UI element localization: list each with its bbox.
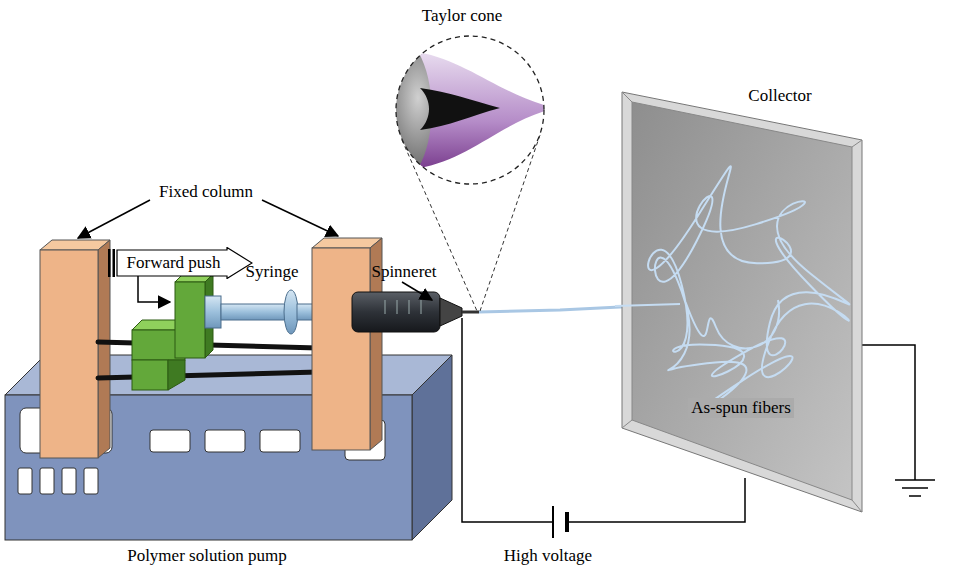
ground-symbol xyxy=(895,480,935,496)
collector-plate: CollectorAs-spun fibers xyxy=(615,82,870,518)
collector-plate-outline xyxy=(615,82,870,518)
part-label: Spinneret xyxy=(371,262,436,282)
leader-arrow xyxy=(78,200,432,300)
plate-label: Collector xyxy=(746,86,813,106)
node-text: Forward push xyxy=(127,253,221,273)
battery-symbol xyxy=(553,506,567,538)
fixed-column xyxy=(40,240,110,458)
part-label: Syringe xyxy=(246,262,299,282)
polymer-jet xyxy=(615,304,680,306)
fiber-mat xyxy=(648,166,849,410)
syringe-barrel xyxy=(352,292,479,332)
node-text: As-spun fibers xyxy=(688,398,794,418)
inset-label: Taylor cone xyxy=(422,6,502,26)
push-arrow: Forward push xyxy=(108,247,253,279)
syringe-plunger xyxy=(205,290,315,334)
part-label: High voltage xyxy=(504,546,592,566)
pusher-block xyxy=(132,274,213,390)
part-label: Polymer solution pump xyxy=(127,546,287,566)
part-label: Fixed column xyxy=(159,182,253,202)
